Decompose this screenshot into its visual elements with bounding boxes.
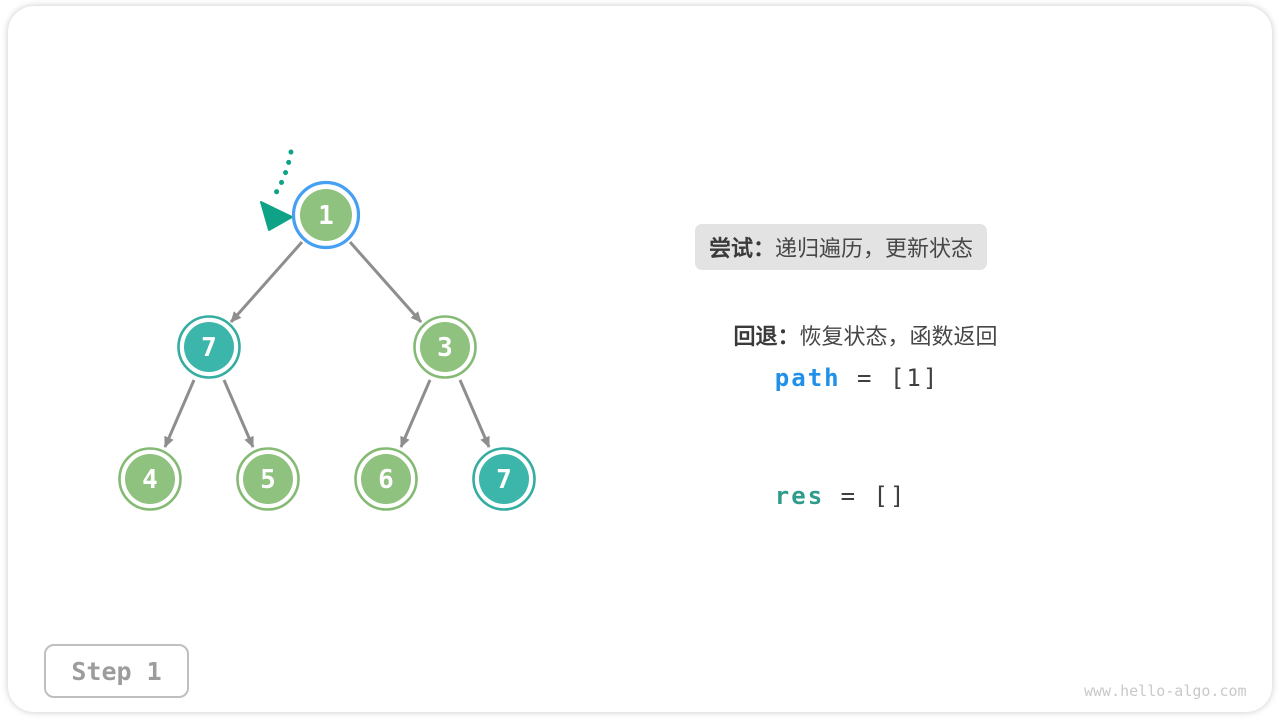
step-label: Step 1 [71,657,161,686]
tree-node-7-right: 7 [474,449,535,510]
step-badge: Step 1 [44,644,189,698]
node-value: 1 [318,201,334,231]
tree-node-7-left: 7 [179,317,240,378]
path-variable: path = [1] [709,336,939,420]
res-variable: res = [] [709,454,906,538]
tree-node-3: 3 [415,317,476,378]
edge-1-7 [231,242,302,322]
edge-1-3 [350,242,421,322]
node-value: 7 [496,465,512,495]
traversal-arrow-icon [261,152,292,230]
try-step-highlight: 尝试：递归遍历，更新状态 [695,224,987,270]
node-value: 7 [201,333,217,363]
try-text: 递归遍历，更新状态 [775,231,973,263]
edge-7-4 [165,380,194,447]
node-value: 6 [378,465,394,495]
node-value: 5 [260,465,276,495]
tree-node-1: 1 [294,183,359,248]
edge-3-6 [401,380,430,447]
path-keyword: path [775,364,841,392]
node-value: 3 [437,333,453,363]
tree-node-4: 4 [120,449,181,510]
figure-card: 1 7 3 4 5 6 [8,6,1272,712]
path-value: = [1] [841,364,940,392]
tree-node-6: 6 [356,449,417,510]
watermark-text: www.hello-algo.com [1084,682,1247,700]
binary-tree-diagram: 1 7 3 4 5 6 [8,6,1280,726]
try-label: 尝试： [709,231,775,263]
res-keyword: res [775,482,824,510]
edge-3-7 [460,380,489,447]
res-value: = [] [824,482,906,510]
tree-node-5: 5 [238,449,299,510]
edge-7-5 [224,380,253,447]
node-value: 4 [142,465,158,495]
